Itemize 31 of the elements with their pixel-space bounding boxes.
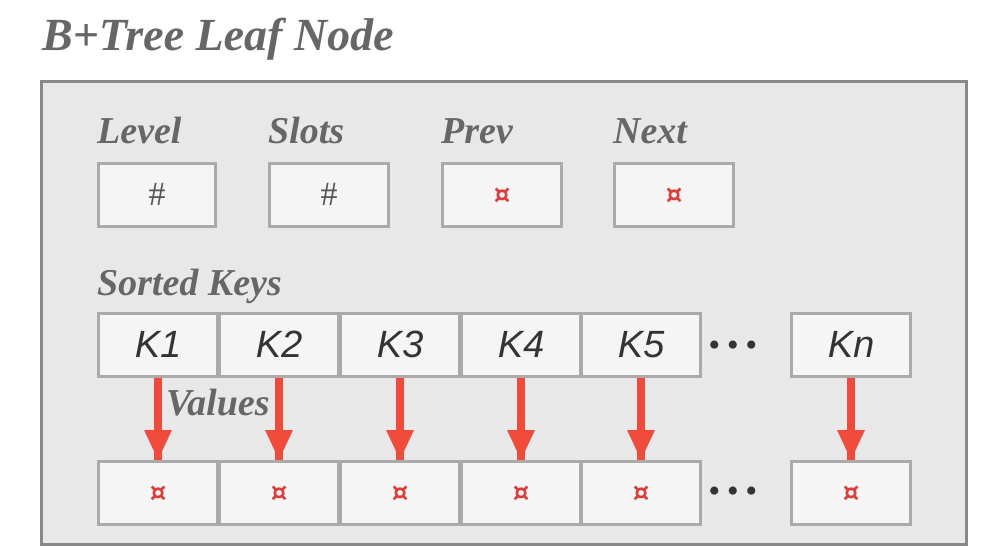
- row-label: Sorted Keys: [97, 264, 282, 302]
- arrow: [507, 378, 535, 460]
- field-label: Next: [613, 112, 687, 150]
- pointer-cell: ¤: [790, 460, 912, 526]
- row-label: Values: [166, 384, 270, 422]
- pointer-cell: ¤: [218, 460, 340, 526]
- arrow: [265, 378, 293, 460]
- ellipsis-dots: •••: [706, 332, 762, 360]
- key-cell: K5: [580, 312, 702, 378]
- pointer-cell: ¤: [97, 460, 219, 526]
- arrow: [627, 378, 655, 460]
- pointer-cell: ¤: [460, 460, 582, 526]
- pointer-cell: ¤: [580, 460, 702, 526]
- arrow: [386, 378, 414, 460]
- arrow: [837, 378, 865, 460]
- key-cell: K1: [97, 312, 219, 378]
- node-title: B+Tree Leaf Node: [42, 8, 394, 61]
- field-cell: #: [268, 162, 390, 228]
- pointer-cell: ¤: [339, 460, 461, 526]
- field-label: Prev: [441, 112, 513, 150]
- ellipsis-dots: •••: [706, 478, 762, 506]
- pointer-cell: ¤: [613, 162, 735, 228]
- key-cell: Kn: [790, 312, 912, 378]
- pointer-cell: ¤: [441, 162, 563, 228]
- field-label: Level: [97, 112, 182, 150]
- key-cell: K3: [339, 312, 461, 378]
- key-cell: K4: [460, 312, 582, 378]
- key-cell: K2: [218, 312, 340, 378]
- arrow: [144, 378, 172, 460]
- field-label: Slots: [268, 112, 344, 150]
- field-cell: #: [97, 162, 217, 228]
